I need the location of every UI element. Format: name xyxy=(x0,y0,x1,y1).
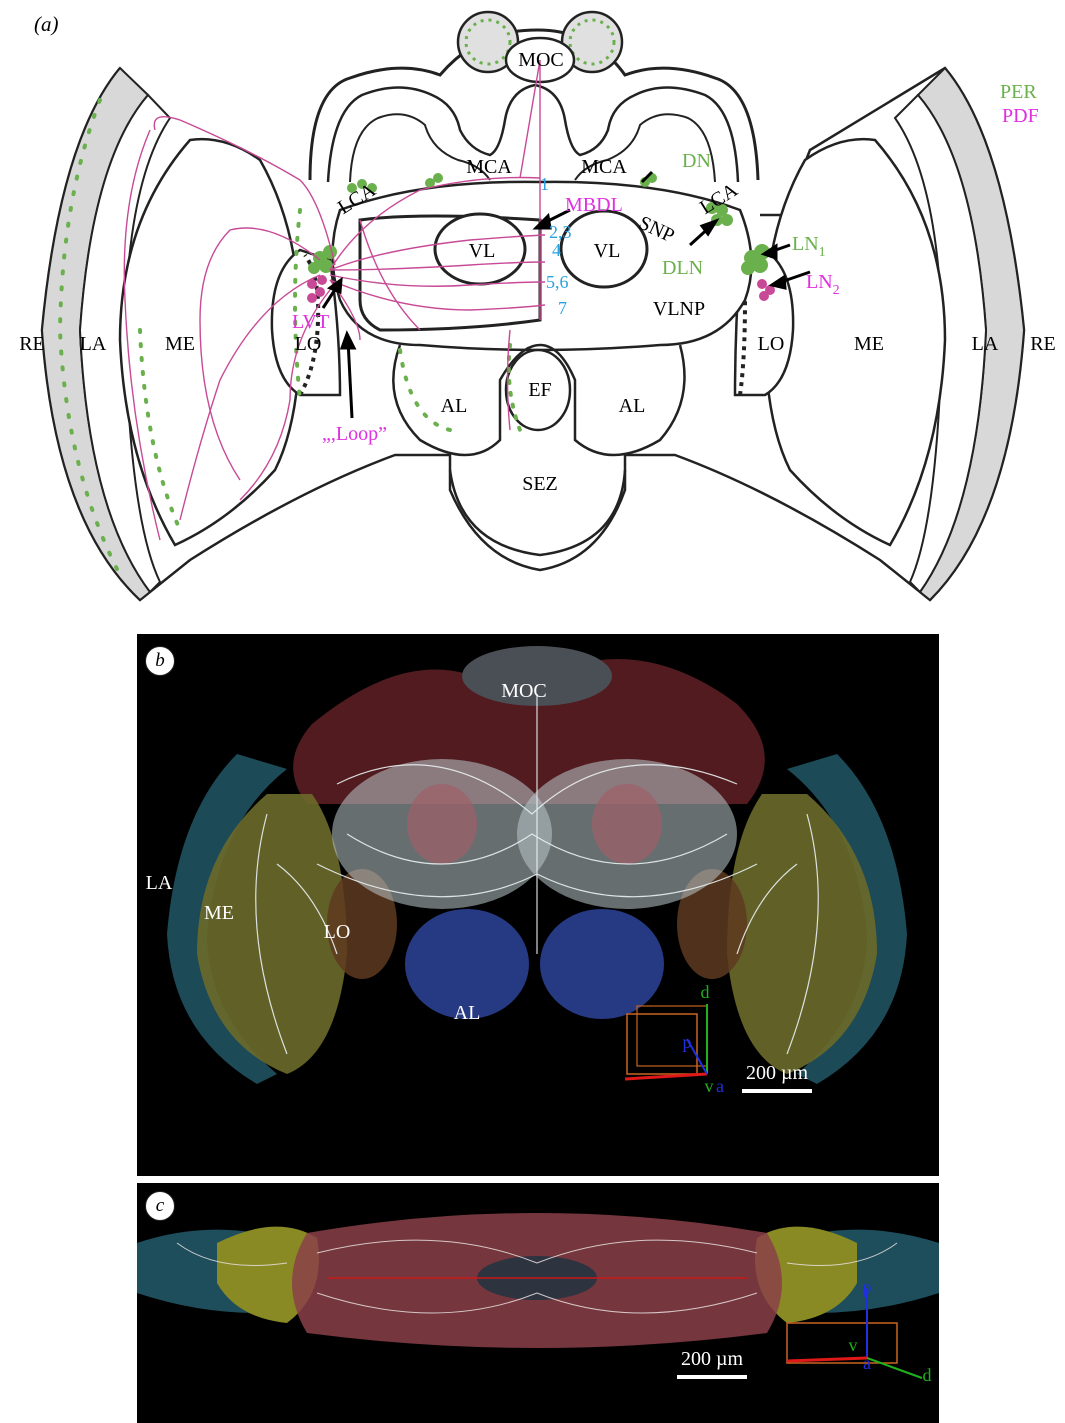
label-dln: DLN xyxy=(662,257,703,279)
scale-bar-b xyxy=(742,1089,812,1093)
label-lo-right: LO xyxy=(758,333,785,355)
panel-b-label: b xyxy=(145,646,175,676)
label-num-7: 7 xyxy=(558,298,567,318)
axes-widget-b xyxy=(625,1004,707,1079)
c-axis-p: p xyxy=(863,1277,872,1297)
brain-3d-dorsal: 200 µm p v a d xyxy=(137,1183,939,1423)
b-axis-p: p xyxy=(683,1032,692,1052)
label-moc: MOC xyxy=(518,49,564,71)
legend-per: PER xyxy=(1000,81,1037,103)
label-loop: „,Loop” xyxy=(322,423,387,445)
c-axis-d: d xyxy=(923,1365,932,1385)
b-scale-label: 200 µm xyxy=(746,1062,809,1084)
c-axis-a: a xyxy=(863,1353,871,1373)
label-vl-left: VL xyxy=(469,240,496,262)
panel-b: MOC LA ME LO AL 200 µm d p v a b xyxy=(137,634,939,1176)
label-la-right: LA xyxy=(972,333,999,355)
label-num-1: 1 xyxy=(540,174,549,194)
label-al-right: AL xyxy=(619,395,646,417)
b-label-la: LA xyxy=(146,872,173,894)
b-label-al: AL xyxy=(454,1002,481,1024)
label-mbdl: MBDL xyxy=(565,194,623,216)
c-scale-label: 200 µm xyxy=(681,1348,744,1370)
label-la-left: LA xyxy=(80,333,107,355)
label-me-left: ME xyxy=(165,333,195,355)
b-label-lo: LO xyxy=(324,921,351,943)
b-label-moc: MOC xyxy=(501,680,547,702)
label-ef: EF xyxy=(528,379,551,401)
label-sez: SEZ xyxy=(522,473,558,495)
label-num-4: 4 xyxy=(552,240,561,260)
b-axis-d: d xyxy=(701,982,710,1002)
label-me-right: ME xyxy=(854,333,884,355)
label-mca-left: MCA xyxy=(466,156,512,178)
label-re-right: RE xyxy=(1030,333,1056,355)
c-axis-v: v xyxy=(849,1335,858,1355)
brain-schematic: MOC MCA MCA LCA LCA VL VL SNP VLNP RE LA… xyxy=(0,0,1065,625)
b-axis-a: a xyxy=(716,1076,724,1096)
b-axis-v: v xyxy=(705,1076,714,1096)
label-al-left: AL xyxy=(441,395,468,417)
label-vl-right: VL xyxy=(594,240,621,262)
panel-a-label: (a) xyxy=(34,12,59,37)
label-num-56: 5,6 xyxy=(546,272,569,292)
brain-3d-frontal: MOC LA ME LO AL 200 µm d p v a xyxy=(137,634,939,1176)
label-mca-right: MCA xyxy=(581,156,627,178)
legend-pdf: PDF xyxy=(1002,105,1039,127)
label-lvt: LVT xyxy=(292,311,329,333)
panel-c-label: c xyxy=(145,1191,175,1221)
scale-bar-c xyxy=(677,1375,747,1379)
label-dn: DN xyxy=(682,150,711,172)
label-num-23: 2,3 xyxy=(549,222,572,242)
label-vlnp: VLNP xyxy=(653,298,705,320)
b-label-me: ME xyxy=(204,902,234,924)
label-re-left: RE xyxy=(19,333,45,355)
panel-c: 200 µm p v a d c xyxy=(137,1183,939,1423)
panel-a: (a) xyxy=(0,0,1065,625)
label-lo-left: LO xyxy=(295,333,322,355)
